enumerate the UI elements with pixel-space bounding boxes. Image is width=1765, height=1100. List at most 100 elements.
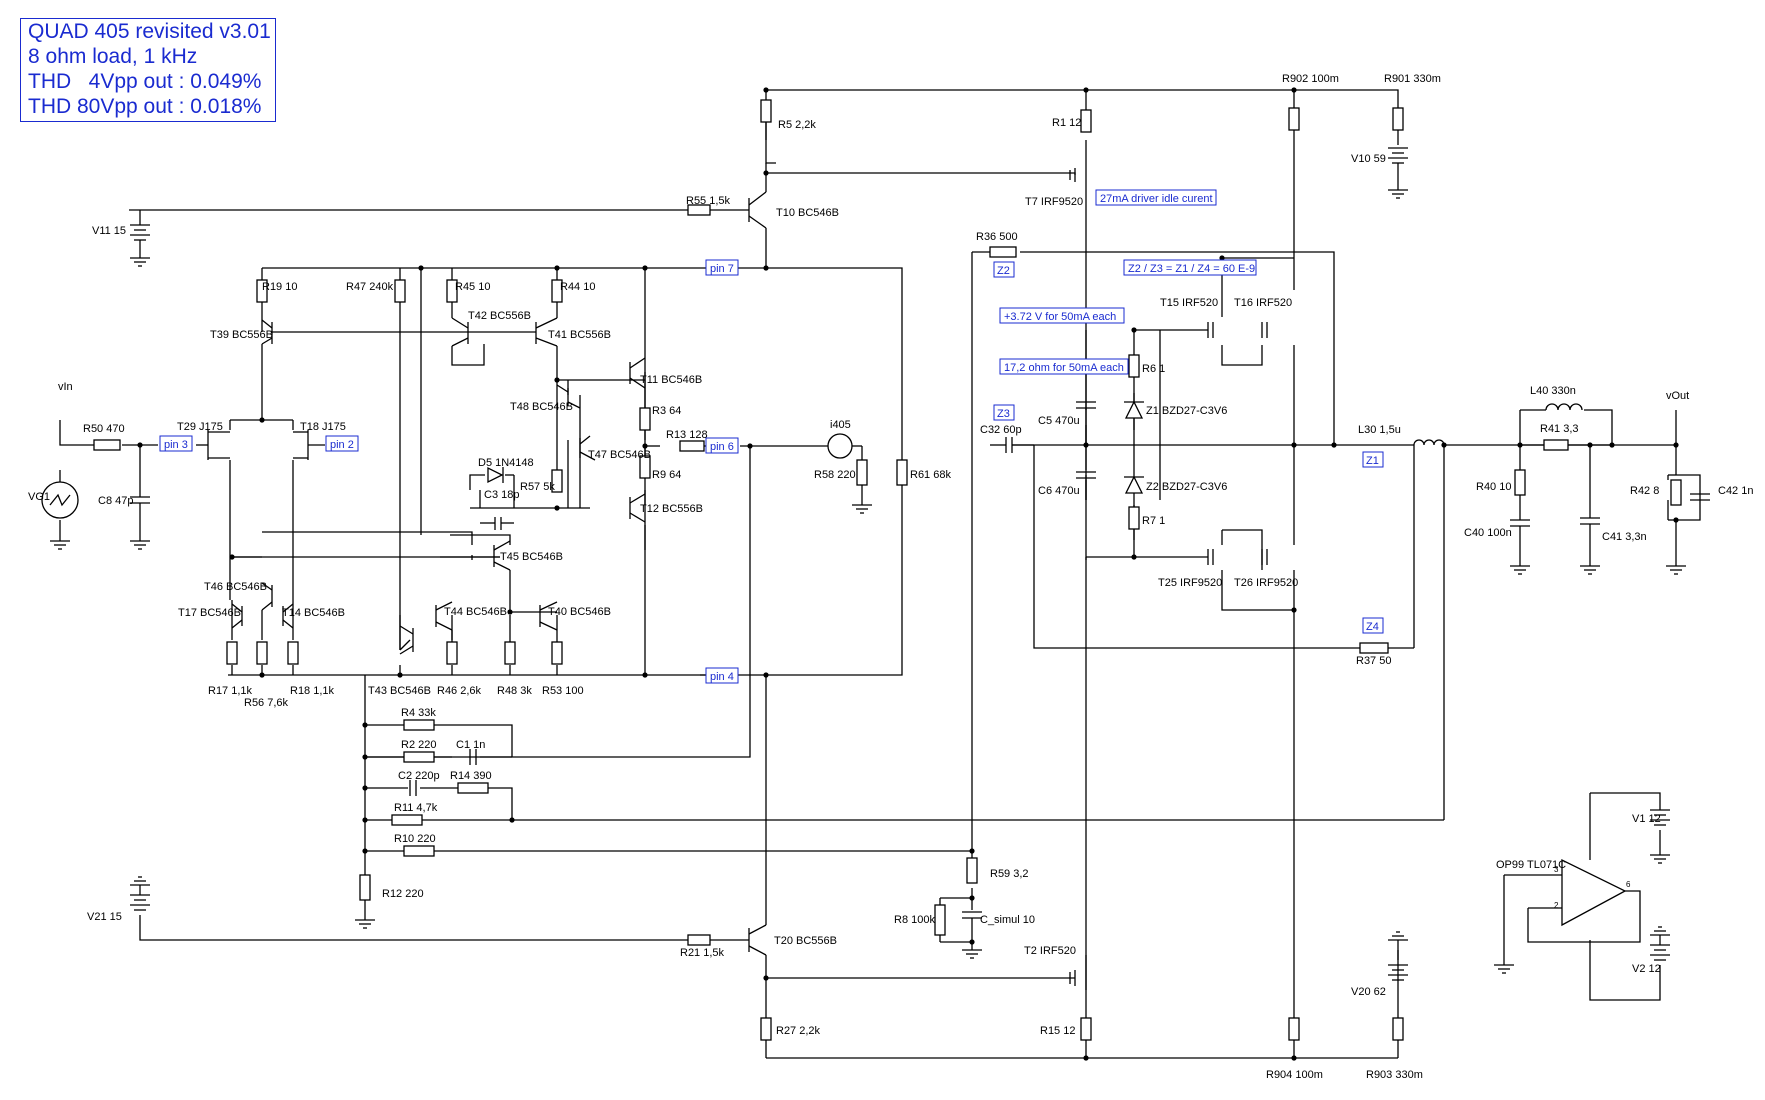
zener-Z1 — [1124, 400, 1144, 419]
label-T20: T20 BC556B — [774, 935, 837, 947]
resistor-R2 — [403, 751, 435, 763]
label-V11: V11 15 — [92, 225, 126, 237]
diodes — [487, 400, 1144, 494]
label-R13: R13 128 — [666, 429, 708, 441]
label-T7: T7 IRF9520 — [1025, 196, 1083, 208]
label-R6: R6 1 — [1142, 363, 1165, 375]
label-R36: R36 500 — [976, 231, 1018, 243]
battery-V11 — [130, 224, 150, 241]
label-C42: C42 1n — [1718, 485, 1753, 497]
zener-Z2 — [1124, 475, 1144, 494]
z1-label: Z1 — [1366, 455, 1379, 467]
label-R1: R1 12 — [1052, 117, 1081, 129]
label-V1: V1 12 — [1632, 813, 1661, 825]
note-idle-current: 27mA driver idle curent — [1100, 193, 1213, 205]
label-D5: D5 1N4148 — [478, 457, 534, 469]
label-R57: R57 5k — [520, 481, 555, 493]
label-T15: T15 IRF520 — [1160, 297, 1218, 309]
note-z-ratio: Z2 / Z3 = Z1 / Z4 = 60 E-9 — [1128, 263, 1255, 275]
resistor-R15 — [1080, 1017, 1092, 1041]
label-R58: R58 220 — [814, 469, 856, 481]
label-R61: R61 68k — [910, 469, 951, 481]
transistors — [207, 168, 1268, 986]
label-R19: R19 10 — [262, 281, 297, 293]
resistor-R904 — [1288, 1017, 1300, 1041]
inductors — [1413, 403, 1583, 446]
label-V21: V21 15 — [87, 911, 122, 923]
label-T42: T42 BC556B — [468, 310, 531, 322]
net-vout: vOut — [1666, 390, 1689, 402]
label-T44: T44 BC546B — [444, 606, 507, 618]
resistors — [93, 99, 1682, 1041]
resistor-R4 — [403, 719, 435, 731]
label-R2: R2 220 — [401, 739, 436, 751]
resistor-R53 — [551, 641, 563, 665]
label-T43: T43 BC546B — [368, 685, 431, 697]
label-OP99: OP99 TL071C — [1496, 859, 1566, 871]
resistor-R57 — [551, 469, 563, 493]
resistor-R901 — [1392, 107, 1404, 131]
label-C32: C32 60p — [980, 424, 1022, 436]
resistor-R48 — [504, 641, 516, 665]
label-R45: R45 10 — [455, 281, 490, 293]
label-R7: R7 1 — [1142, 515, 1165, 527]
pin-6-label: pin 6 — [710, 441, 734, 453]
title-line-4: THD 80Vpp out : 0.018% — [28, 95, 262, 118]
resistor-R40 — [1514, 469, 1526, 496]
label-R47: R47 240k — [346, 281, 394, 293]
note-resistance: 17,2 ohm for 50mA each — [1004, 362, 1124, 374]
net-i405: i405 — [830, 419, 851, 431]
label-C2: C2 220p — [398, 770, 440, 782]
label-T47: T47 BC546B — [588, 449, 651, 461]
label-C-simul: C_simul 10 — [980, 914, 1035, 926]
title-line-2: 8 ohm load, 1 kHz — [28, 45, 198, 68]
z3-label: Z3 — [997, 408, 1010, 420]
resistor-R21 — [687, 934, 711, 946]
resistor-R902 — [1288, 107, 1300, 131]
resistor-R18 — [287, 641, 299, 665]
label-R14: R14 390 — [450, 770, 492, 782]
label-T40: T40 BC546B — [548, 606, 611, 618]
label-R40: R40 10 — [1476, 481, 1511, 493]
resistor-R36 — [989, 246, 1017, 258]
label-T18: T18 J175 — [300, 421, 346, 433]
label-C3: C3 18p — [484, 489, 519, 501]
resistor-R61 — [896, 459, 908, 486]
resistor-R44 — [551, 279, 563, 303]
resistor-R11 — [391, 814, 423, 826]
label-R5: R5 2,2k — [778, 119, 816, 131]
label-V20: V20 62 — [1351, 986, 1386, 998]
label-L30: L30 1,5u — [1358, 424, 1401, 436]
label-R901: R901 330m — [1384, 73, 1441, 85]
label-C6: C6 470u — [1038, 485, 1080, 497]
resistor-R12 — [359, 874, 371, 901]
pin-4-label: pin 4 — [710, 671, 734, 683]
opamp-pin-3: 3 — [1554, 865, 1559, 874]
grounds — [50, 189, 1686, 974]
resistor-R9 — [639, 455, 651, 479]
label-C8: C8 47p — [98, 495, 133, 507]
label-V10: V10 59 — [1351, 153, 1386, 165]
label-R27: R27 2,2k — [776, 1025, 821, 1037]
resistor-R46 — [446, 641, 458, 665]
resistor-R42 — [1670, 479, 1682, 506]
label-C1: C1 1n — [456, 739, 485, 751]
label-R42: R42 8 — [1630, 485, 1659, 497]
label-VG1: VG1 — [28, 491, 50, 503]
label-Z2: Z2 BZD27-C3V6 — [1146, 481, 1227, 493]
opamp-OP99 — [1561, 858, 1627, 927]
label-R8: R8 100k — [894, 914, 935, 926]
label-R903: R903 330m — [1366, 1069, 1423, 1081]
resistor-R19 — [256, 279, 268, 303]
sources — [41, 147, 1670, 981]
title-line-1: QUAD 405 revisited v3.01 — [28, 20, 271, 43]
battery-V2 — [1650, 944, 1670, 961]
label-T16: T16 IRF520 — [1234, 297, 1292, 309]
label-R904: R904 100m — [1266, 1069, 1323, 1081]
battery-V10 — [1388, 147, 1408, 190]
inductor-L30 — [1413, 439, 1445, 446]
label-R902: R902 100m — [1282, 73, 1339, 85]
label-C41: C41 3,3n — [1602, 531, 1647, 543]
label-T48: T48 BC546B — [510, 401, 573, 413]
resistor-R3 — [639, 407, 651, 431]
